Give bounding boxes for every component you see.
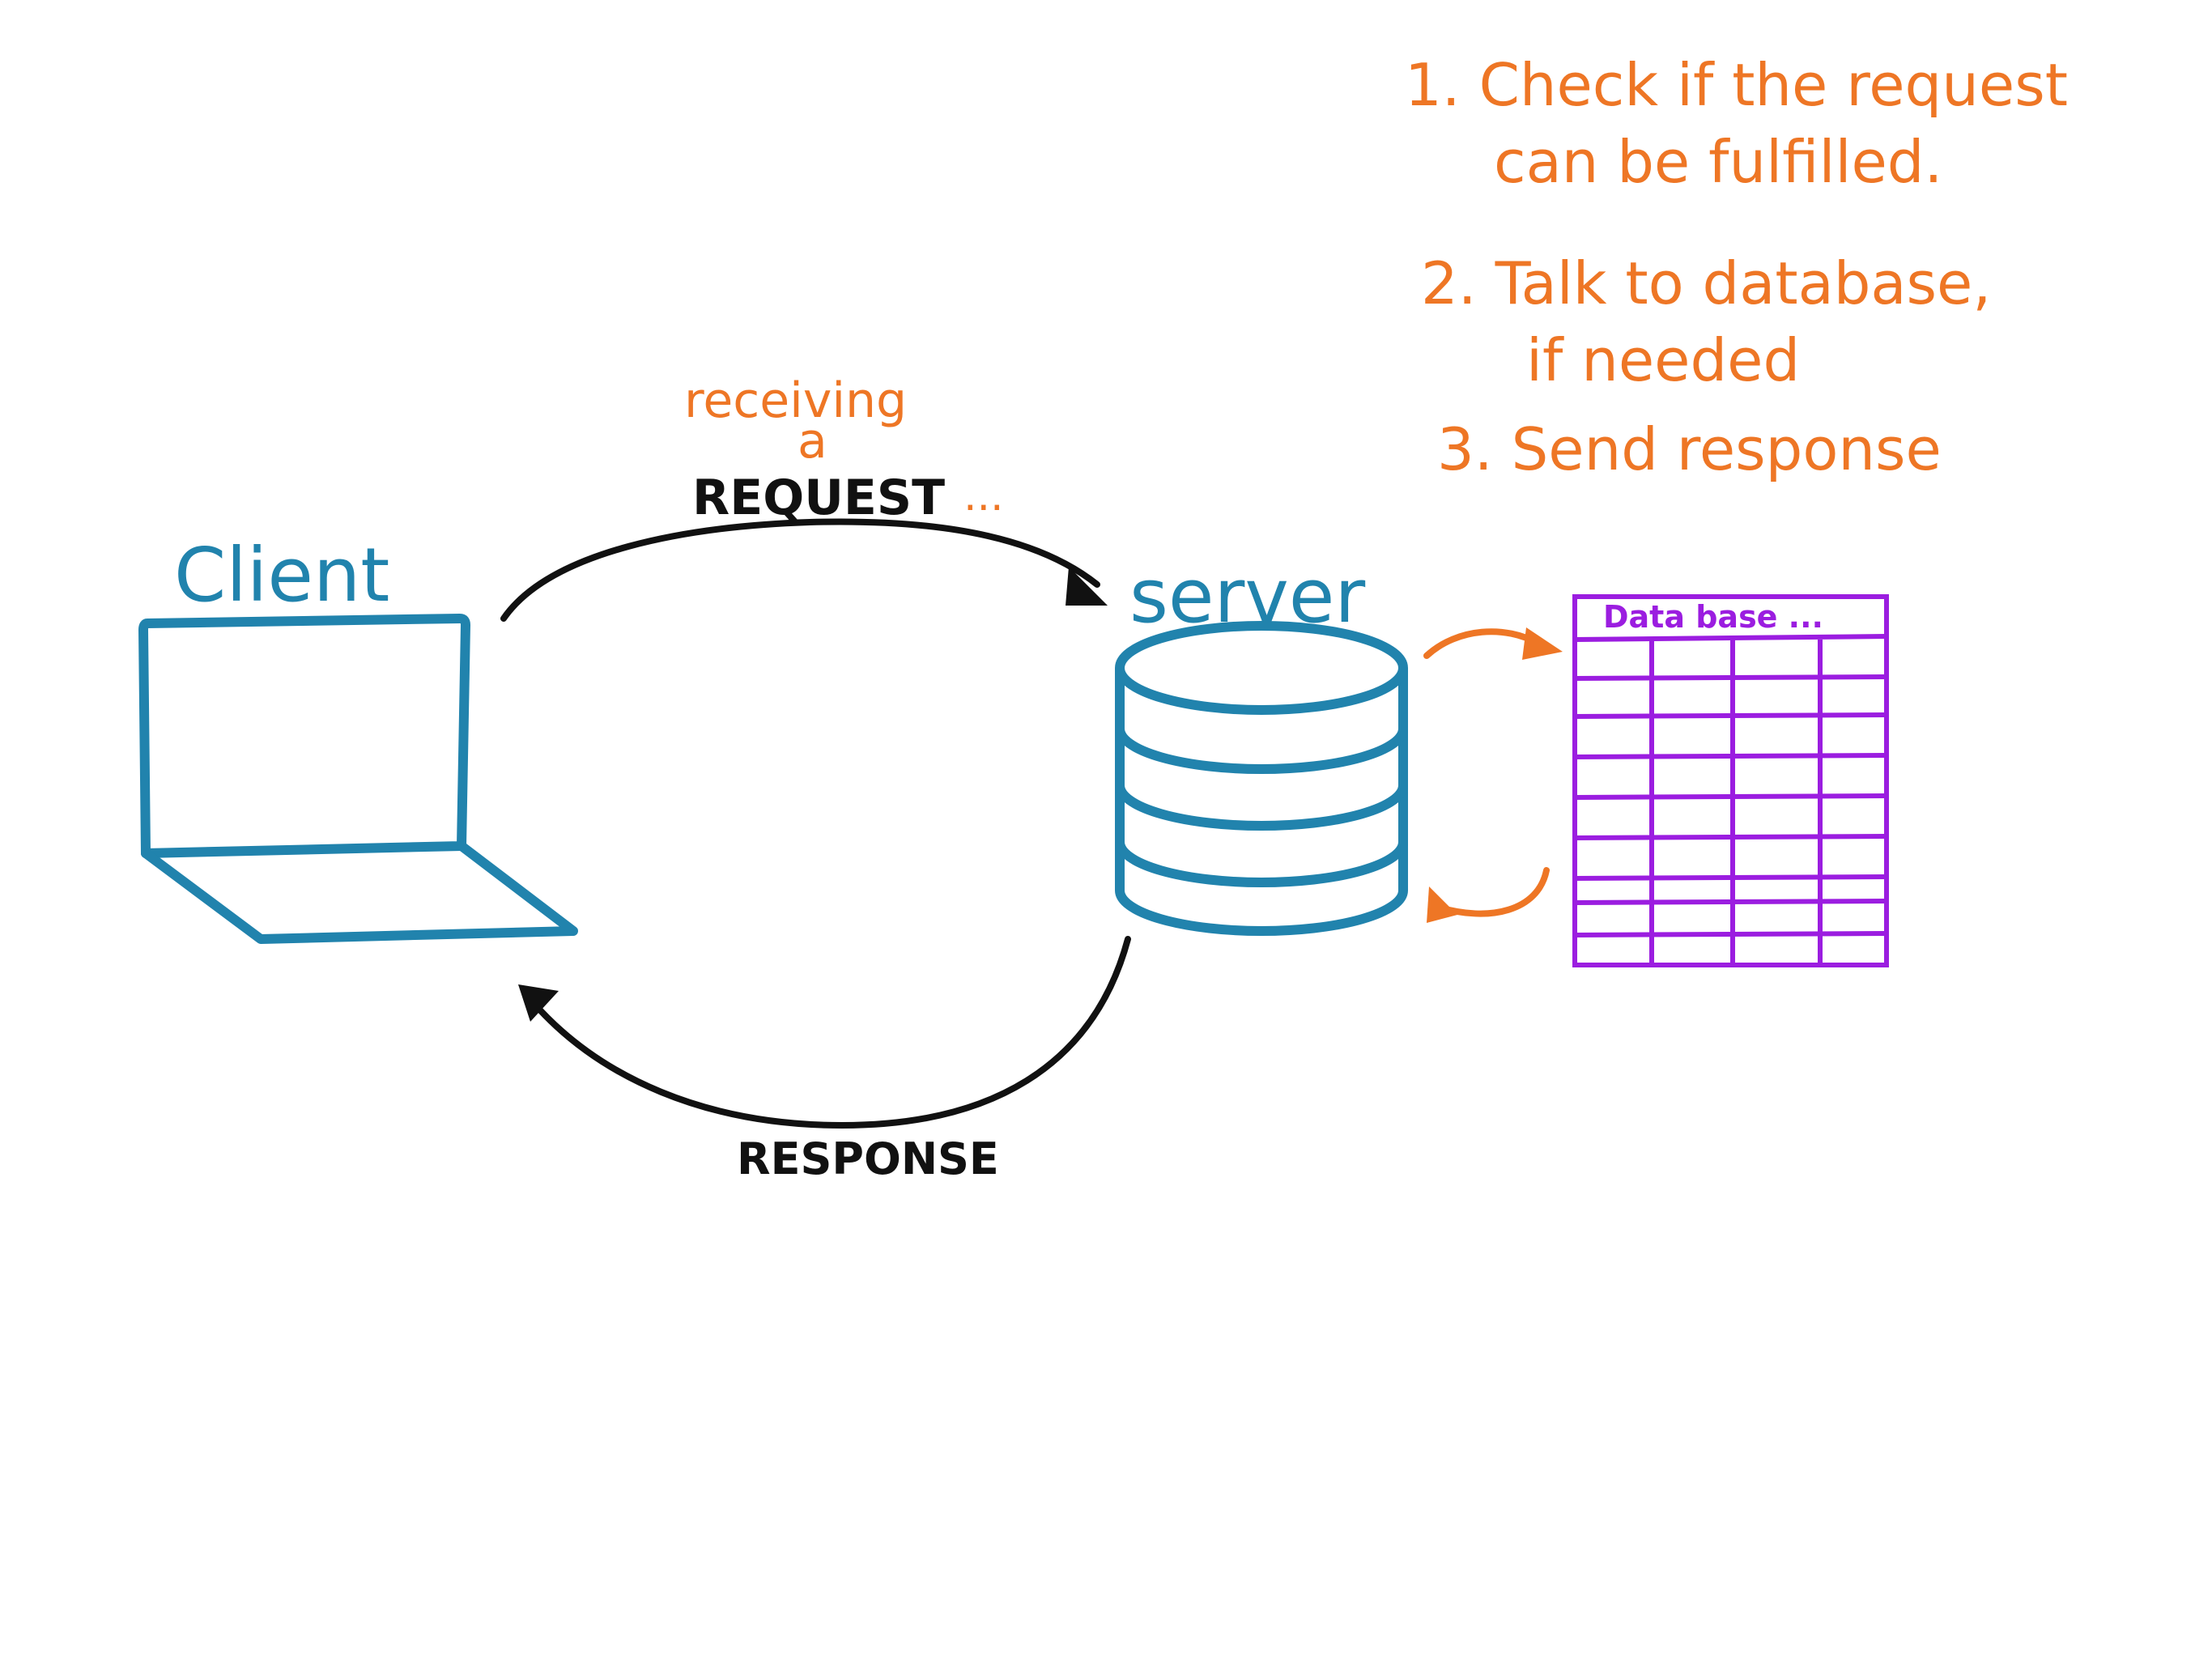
response-arrow: [518, 936, 1131, 1129]
step-3-line-1: 3. Send response: [1437, 415, 1942, 483]
request-dots: ...: [963, 472, 1004, 521]
request-label: REQUEST: [692, 470, 945, 526]
request-arrow: [500, 518, 1108, 622]
client-label: Client: [174, 532, 389, 619]
step-2-line-2: if needed: [1526, 326, 1800, 394]
steps-list: 1. Check if the request can be fulfilled…: [1405, 51, 2068, 483]
request-arrowhead-icon: [1066, 567, 1108, 606]
response-label: RESPONSE: [737, 1133, 999, 1184]
receiving-label: receiving: [684, 372, 907, 429]
database-to-server-arrow: [1427, 867, 1550, 923]
server-stack-icon: [1115, 621, 1408, 936]
step-1-line-2: can be fulfilled.: [1494, 128, 1942, 196]
response-arrowhead-icon: [518, 984, 559, 1022]
step-2-line-1: 2. Talk to database,: [1421, 249, 1991, 317]
server-to-database-arrow: [1423, 627, 1563, 660]
a-label: a: [798, 413, 827, 470]
database-label: Data base ...: [1603, 599, 1823, 635]
laptop-icon: [138, 614, 578, 944]
step-1-line-1: 1. Check if the request: [1405, 51, 2068, 119]
table-grid-icon: [1572, 594, 1889, 967]
